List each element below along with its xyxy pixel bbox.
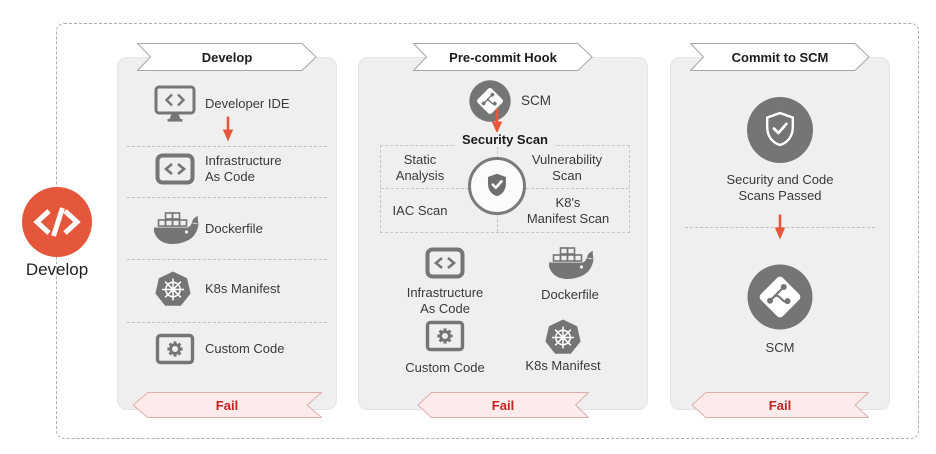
item-label-infrastructure-as-code: Infrastructure As Code: [205, 153, 282, 184]
develop-panel: [117, 57, 337, 410]
custom-code-gear-icon: [155, 333, 195, 365]
scan-label-k8s-manifest-scan: K8's Manifest Scan: [526, 195, 610, 226]
flow-arrow-down-icon: [491, 108, 503, 134]
dockerfile-whale-icon: [154, 212, 199, 244]
item-label-custom-code: Custom Code: [205, 341, 285, 357]
item-label-k8s-manifest: K8s Manifest: [205, 281, 281, 297]
security-scan-title: Security Scan: [380, 131, 630, 149]
precommit-panel-banner: Pre-commit Hook: [413, 43, 593, 71]
scm-git-icon: [469, 80, 511, 122]
k8s-manifest-kubernetes-icon: [155, 271, 191, 306]
commit-fail-banner: Fail: [691, 392, 869, 418]
dockerfile-whale-icon: [549, 247, 594, 279]
scan-label-iac-scan: IAC Scan: [392, 203, 448, 219]
develop-code-icon: [22, 187, 92, 257]
develop-panel-banner: Develop: [137, 43, 317, 71]
ribbon-right-icon: [690, 43, 870, 71]
fail-label: Fail: [768, 397, 792, 413]
ribbon-left-icon: [132, 392, 322, 418]
ribbon-left-icon: [691, 392, 869, 418]
k8s-manifest-kubernetes-icon: [545, 319, 581, 354]
divider: [127, 322, 327, 323]
flow-arrow-down-icon: [774, 214, 786, 240]
divider: [127, 146, 327, 147]
flow-arrow-down-icon: [222, 116, 234, 142]
fail-label: Fail: [215, 397, 239, 413]
ribbon-right-icon: [413, 43, 593, 71]
divider: [127, 259, 327, 260]
start-node-label: Develop: [25, 260, 89, 279]
custom-code-gear-icon: [425, 320, 465, 352]
security-scan-shield-check-icon: [468, 157, 526, 215]
scans-passed-shield-check-icon: [747, 97, 813, 163]
scm-git-icon: [747, 264, 813, 330]
panel-title: Pre-commit Hook: [449, 49, 557, 65]
scans-passed-label: Security and Code Scans Passed: [726, 172, 834, 203]
scm-label: SCM: [521, 92, 551, 108]
infrastructure-as-code-icon: [155, 153, 195, 185]
infrastructure-as-code-icon: [425, 247, 465, 279]
artifact-label-dockerfile: Dockerfile: [541, 287, 599, 302]
commit-panel-banner: Commit to SCM: [690, 43, 870, 71]
scan-label-vulnerability-scan: Vulnerability Scan: [531, 152, 603, 183]
artifact-label-custom-code: Custom Code: [405, 360, 485, 375]
develop-fail-banner: Fail: [132, 392, 322, 418]
precommit-fail-banner: Fail: [417, 392, 589, 418]
scm-label: SCM: [765, 340, 795, 355]
fail-label: Fail: [491, 397, 515, 413]
artifact-label-infrastructure-as-code: Infrastructure As Code: [406, 285, 484, 316]
item-label-dockerfile: Dockerfile: [205, 221, 263, 237]
developer-ide-monitor-code-icon: [154, 85, 196, 122]
panel-title: Commit to SCM: [731, 49, 829, 65]
ribbon-left-icon: [417, 392, 589, 418]
scan-label-static-analysis: Static Analysis: [395, 152, 445, 183]
artifact-label-k8s-manifest: K8s Manifest: [525, 358, 601, 373]
item-label-developer-ide: Developer IDE: [205, 96, 290, 112]
panel-title: Develop: [201, 49, 253, 65]
divider: [127, 197, 327, 198]
ribbon-right-icon: [137, 43, 317, 71]
